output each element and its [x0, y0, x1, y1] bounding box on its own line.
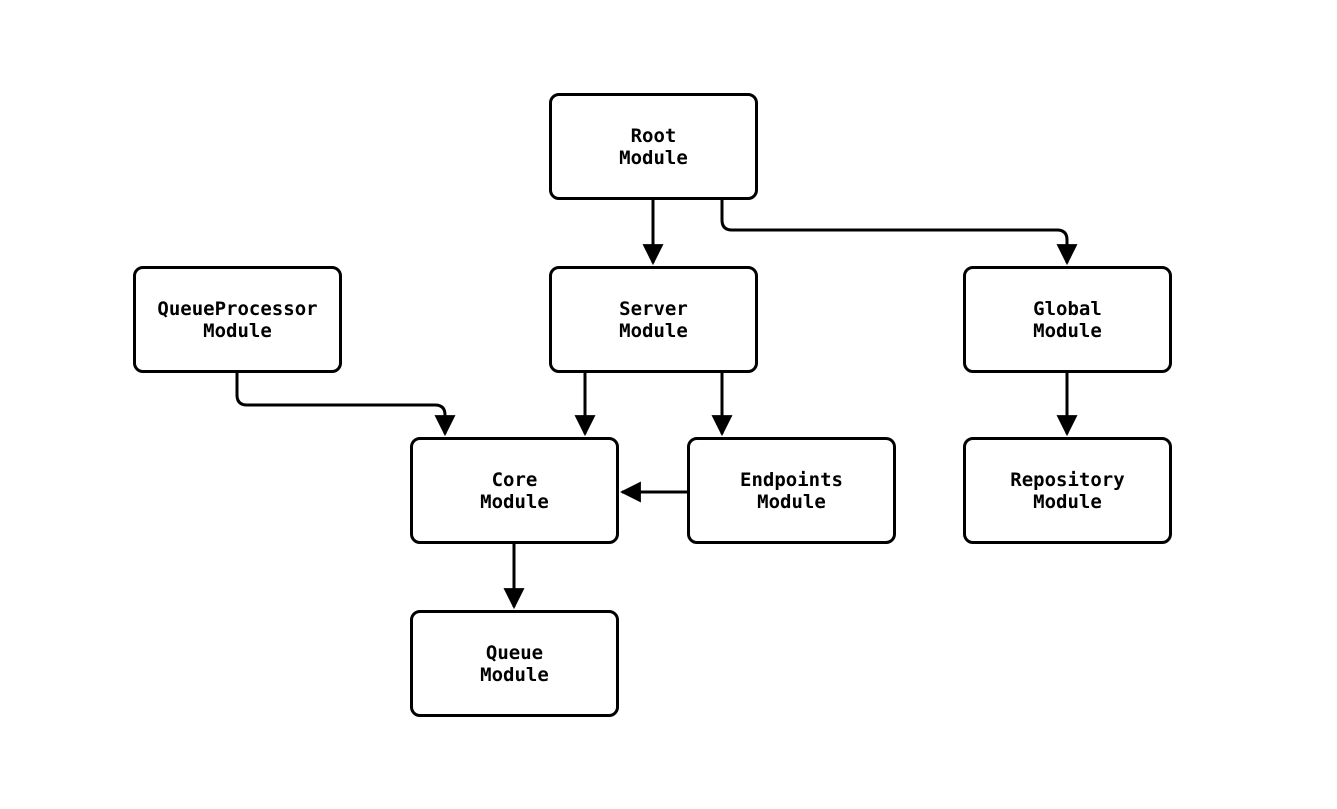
node-root-module: Root Module: [549, 93, 758, 200]
node-queue-module: Queue Module: [410, 610, 619, 717]
node-server-module-label: Server Module: [619, 297, 688, 342]
node-endpoints-module: Endpoints Module: [687, 437, 896, 544]
node-repository-module-label: Repository Module: [1010, 468, 1125, 513]
node-repository-module: Repository Module: [963, 437, 1172, 544]
node-core-module: Core Module: [410, 437, 619, 544]
node-core-module-label: Core Module: [480, 468, 549, 513]
node-queueprocessor-module: QueueProcessor Module: [133, 266, 342, 373]
node-global-module-label: Global Module: [1033, 297, 1102, 342]
node-endpoints-module-label: Endpoints Module: [740, 468, 843, 513]
node-root-module-label: Root Module: [619, 124, 688, 169]
edge-queueprocessor-to-core: [235, 373, 456, 437]
node-server-module: Server Module: [549, 266, 758, 373]
node-queueprocessor-module-label: QueueProcessor Module: [157, 297, 318, 342]
node-global-module: Global Module: [963, 266, 1172, 373]
edge-root-to-global: [720, 200, 1078, 266]
node-queue-module-label: Queue Module: [480, 641, 549, 686]
